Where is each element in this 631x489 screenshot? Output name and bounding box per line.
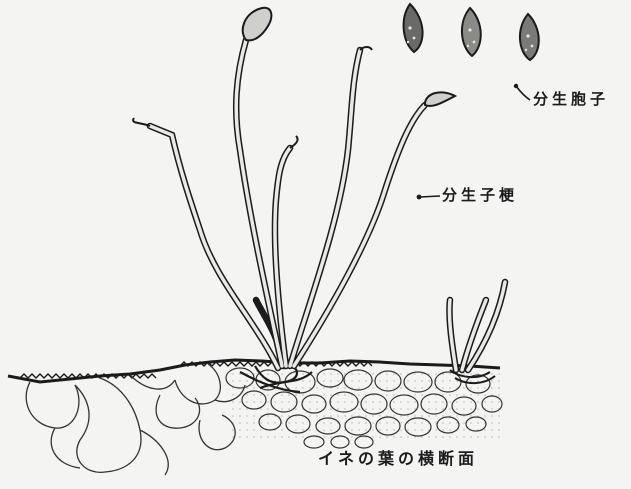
leader-conidium <box>516 86 530 100</box>
attached-spore-right <box>425 92 455 106</box>
conidiophore-tip-small <box>290 136 298 148</box>
conidiophore-tip-left <box>133 118 150 126</box>
leader-conidiophore-dot <box>417 195 422 200</box>
conidiophore-tip-mid <box>360 47 372 50</box>
cell-stipple <box>230 368 500 438</box>
conidium-3 <box>520 14 539 60</box>
conidium-2 <box>462 8 481 56</box>
conidium-1 <box>404 4 423 52</box>
conidiophores <box>150 40 505 370</box>
leader-conidium-dot <box>514 84 518 88</box>
conidium-label: 分生胞子 <box>533 88 609 109</box>
conidiophore-5 <box>294 105 425 366</box>
attached-spore-top <box>243 8 272 41</box>
leader-conidiophore <box>420 196 440 197</box>
leaf-section-label: イネの葉の横断面 <box>318 445 478 469</box>
conidiophore-label: 分生子梗 <box>442 184 518 205</box>
detached-conidia <box>404 4 539 60</box>
